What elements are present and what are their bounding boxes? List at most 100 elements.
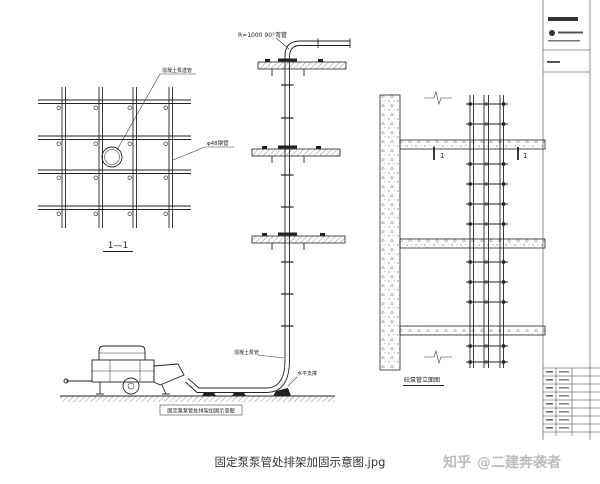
- pump-pipe-leader: [257, 354, 285, 359]
- fastener-bolt: [56, 175, 61, 180]
- fastener-bolt: [93, 211, 98, 216]
- fastener-bolt: [93, 141, 98, 146]
- pipe-fixing: [484, 182, 488, 186]
- scaffold-coupler: [502, 280, 506, 284]
- scaffold-coupler: [502, 122, 506, 126]
- support-leader: [287, 376, 298, 387]
- pipe-fixing: [484, 102, 488, 106]
- slab-pipe-clamps: [262, 58, 325, 236]
- elbow-leader: [275, 37, 290, 50]
- title-grid-entry: [559, 403, 569, 405]
- scaffold-coupler: [468, 300, 472, 304]
- fastener-bolt: [56, 141, 61, 146]
- pipe-fixing: [484, 344, 488, 348]
- building-slab-lower: [399, 325, 546, 336]
- steel-pipe-grid: [38, 87, 191, 228]
- scaffold-coupler: [502, 300, 506, 304]
- building-elevation-caption: 砼泵管立面图: [404, 376, 440, 384]
- title-grid-entry: [546, 395, 553, 397]
- fastener-bolt: [93, 175, 98, 180]
- fastener-bolt: [127, 141, 132, 146]
- fastener-bolts: [56, 105, 168, 216]
- pump-pipe-label: 混凝土泵送管: [162, 67, 192, 74]
- shear-wall: [379, 94, 401, 371]
- title-grid-entry: [546, 379, 553, 381]
- title-grid-entry: [559, 411, 569, 413]
- scaffold-coupler: [502, 182, 506, 186]
- scaffold-coupler: [502, 222, 506, 226]
- fastener-bolt: [56, 211, 61, 216]
- pump-wheel: [122, 377, 140, 395]
- pipe-fixing: [484, 222, 488, 226]
- pump-engine-cover: [98, 345, 146, 360]
- title-grid-entry: [559, 427, 569, 429]
- pump-pipe-section: [101, 146, 123, 168]
- support-label: 水平支撑: [297, 370, 317, 377]
- scaffold-coupler: [502, 260, 506, 264]
- building-elevation-view: 1 1 砼泵管立面图: [379, 91, 546, 386]
- pipe-fixing: [484, 360, 488, 364]
- scaffold-coupler: [502, 344, 506, 348]
- floor-slab-lower: [251, 235, 346, 244]
- vertical-pump-pipe-elevation: [483, 95, 489, 368]
- watermark-platform: 知乎: [443, 454, 471, 471]
- scaffold-coupler: [468, 360, 472, 364]
- horizontal-pump-pipe: [185, 359, 290, 393]
- pump-wheel-hub: [127, 382, 135, 390]
- section-1-1-view: 混凝土泵送管 φ48钢管 1—1: [38, 67, 234, 252]
- title-grid-entry: [559, 387, 569, 389]
- watermark: 知乎@二建奔袭者: [443, 454, 561, 471]
- title-block-grid: [543, 367, 600, 436]
- scaffold-coupler: [468, 280, 472, 284]
- steel-pipe-label: φ48钢管: [207, 139, 229, 147]
- scaffold-coupler: [468, 182, 472, 186]
- pipe-elevation-view: R=1000 90°弯管 混凝土泵管 水平支撑: [60, 31, 351, 416]
- title-grid-entry: [546, 371, 553, 373]
- drawing-title-block: [542, 0, 600, 440]
- elbow-label: R=1000 90°弯管: [238, 31, 287, 39]
- scaffold-coupler: [502, 102, 506, 106]
- fastener-bolt: [163, 175, 168, 180]
- pump-body-details: [92, 352, 154, 382]
- title-grid-entry: [546, 427, 553, 429]
- title-block-logo: [548, 17, 583, 42]
- pump-hopper: [153, 363, 185, 386]
- pipe-fixing: [484, 122, 488, 126]
- fastener-bolt: [127, 175, 132, 180]
- concrete-pump: [63, 345, 185, 395]
- fastener-bolt: [127, 105, 132, 110]
- vertical-pump-pipe: [284, 38, 351, 360]
- pump-pipe-leader: [116, 73, 196, 151]
- scaffold-coupler: [468, 162, 472, 166]
- floor-slab-top: [257, 61, 347, 70]
- building-slab-middle: [399, 238, 546, 249]
- floor-slab-middle: [251, 148, 341, 157]
- pipe-fixing: [484, 202, 488, 206]
- title-grid-entry: [546, 387, 553, 389]
- title-grid-entry: [559, 395, 569, 397]
- pipe-wall-clamps: [281, 84, 294, 327]
- section-mark-right: 1: [517, 147, 527, 160]
- fastener-bolt: [127, 211, 132, 216]
- scaffold-uprights: [469, 95, 504, 368]
- pipe-fixing: [484, 162, 488, 166]
- title-block-mark: [547, 61, 560, 63]
- title-grid-entry: [559, 379, 569, 381]
- building-slab-top: [399, 139, 546, 150]
- pipe-fixing: [484, 300, 488, 304]
- company-logo-icon: [549, 30, 555, 36]
- steel-pipe-leader: [172, 146, 234, 161]
- scaffold-coupler: [468, 344, 472, 348]
- scaffold-coupler: [502, 162, 506, 166]
- image-caption: 固定泵泵管处排架加固示意图.jpg: [215, 455, 386, 469]
- fastener-bolt: [163, 105, 168, 110]
- pipe-fixing: [484, 260, 488, 264]
- ground-hatch: [60, 396, 335, 402]
- section-mark-right-label: 1: [523, 152, 527, 160]
- section-mark-left-label: 1: [440, 152, 444, 160]
- title-grid-entry: [559, 419, 569, 421]
- scaffold-coupler: [502, 360, 506, 364]
- fastener-bolt: [163, 141, 168, 146]
- pump-pipe-label: 混凝土泵管: [234, 349, 259, 356]
